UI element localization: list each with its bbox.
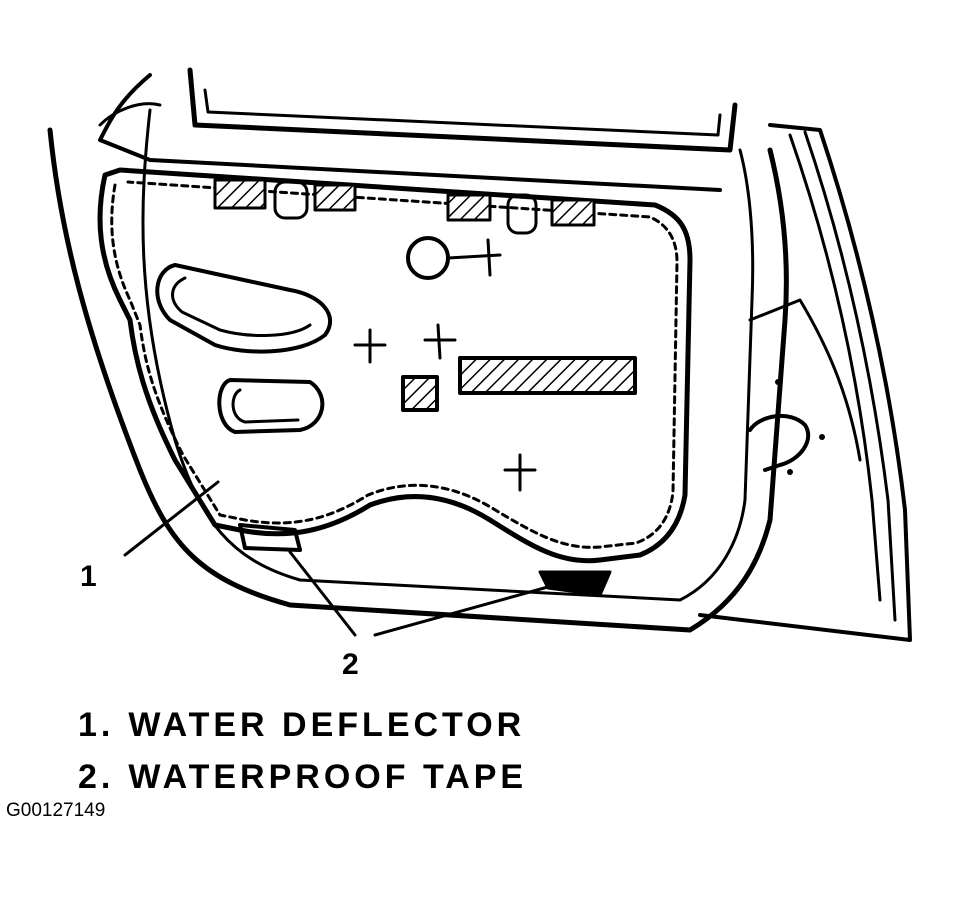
legend-number-1: 1.: [78, 706, 115, 744]
door-inner-edge: [141, 108, 755, 602]
hatched-strip: [458, 356, 637, 395]
body-pillar: [698, 123, 912, 642]
callout-2: 2: [342, 648, 359, 681]
top-clips: [213, 178, 596, 235]
callout-1: 1: [80, 560, 97, 593]
lower-access-hole: [217, 378, 325, 434]
round-hole: [406, 236, 450, 280]
fastener-marks: [353, 323, 537, 492]
water-deflector-outline: [97, 167, 693, 564]
tape-right: [538, 570, 612, 597]
deflector-dashed-edge: [110, 180, 679, 549]
upper-access-hole: [155, 263, 332, 354]
door-latch: [748, 413, 811, 472]
leader-line-2b: [373, 583, 557, 637]
leader-line-1: [123, 480, 220, 557]
legend-item-2: 2. WATERPROOF TAPE: [78, 758, 527, 797]
legend-label-2: WATERPROOF TAPE: [128, 758, 528, 796]
legend-number-2: 2.: [78, 758, 115, 796]
legend-label-1: WATER DEFLECTOR: [128, 706, 526, 744]
legend-item-1: 1. WATER DEFLECTOR: [78, 706, 525, 745]
leader-line-2a: [288, 550, 357, 637]
door-outer-edge: [47, 127, 789, 633]
hatched-square: [401, 375, 439, 412]
tape-left: [238, 523, 302, 552]
window-frame: [187, 67, 738, 153]
figure-id: G00127149: [6, 800, 106, 821]
